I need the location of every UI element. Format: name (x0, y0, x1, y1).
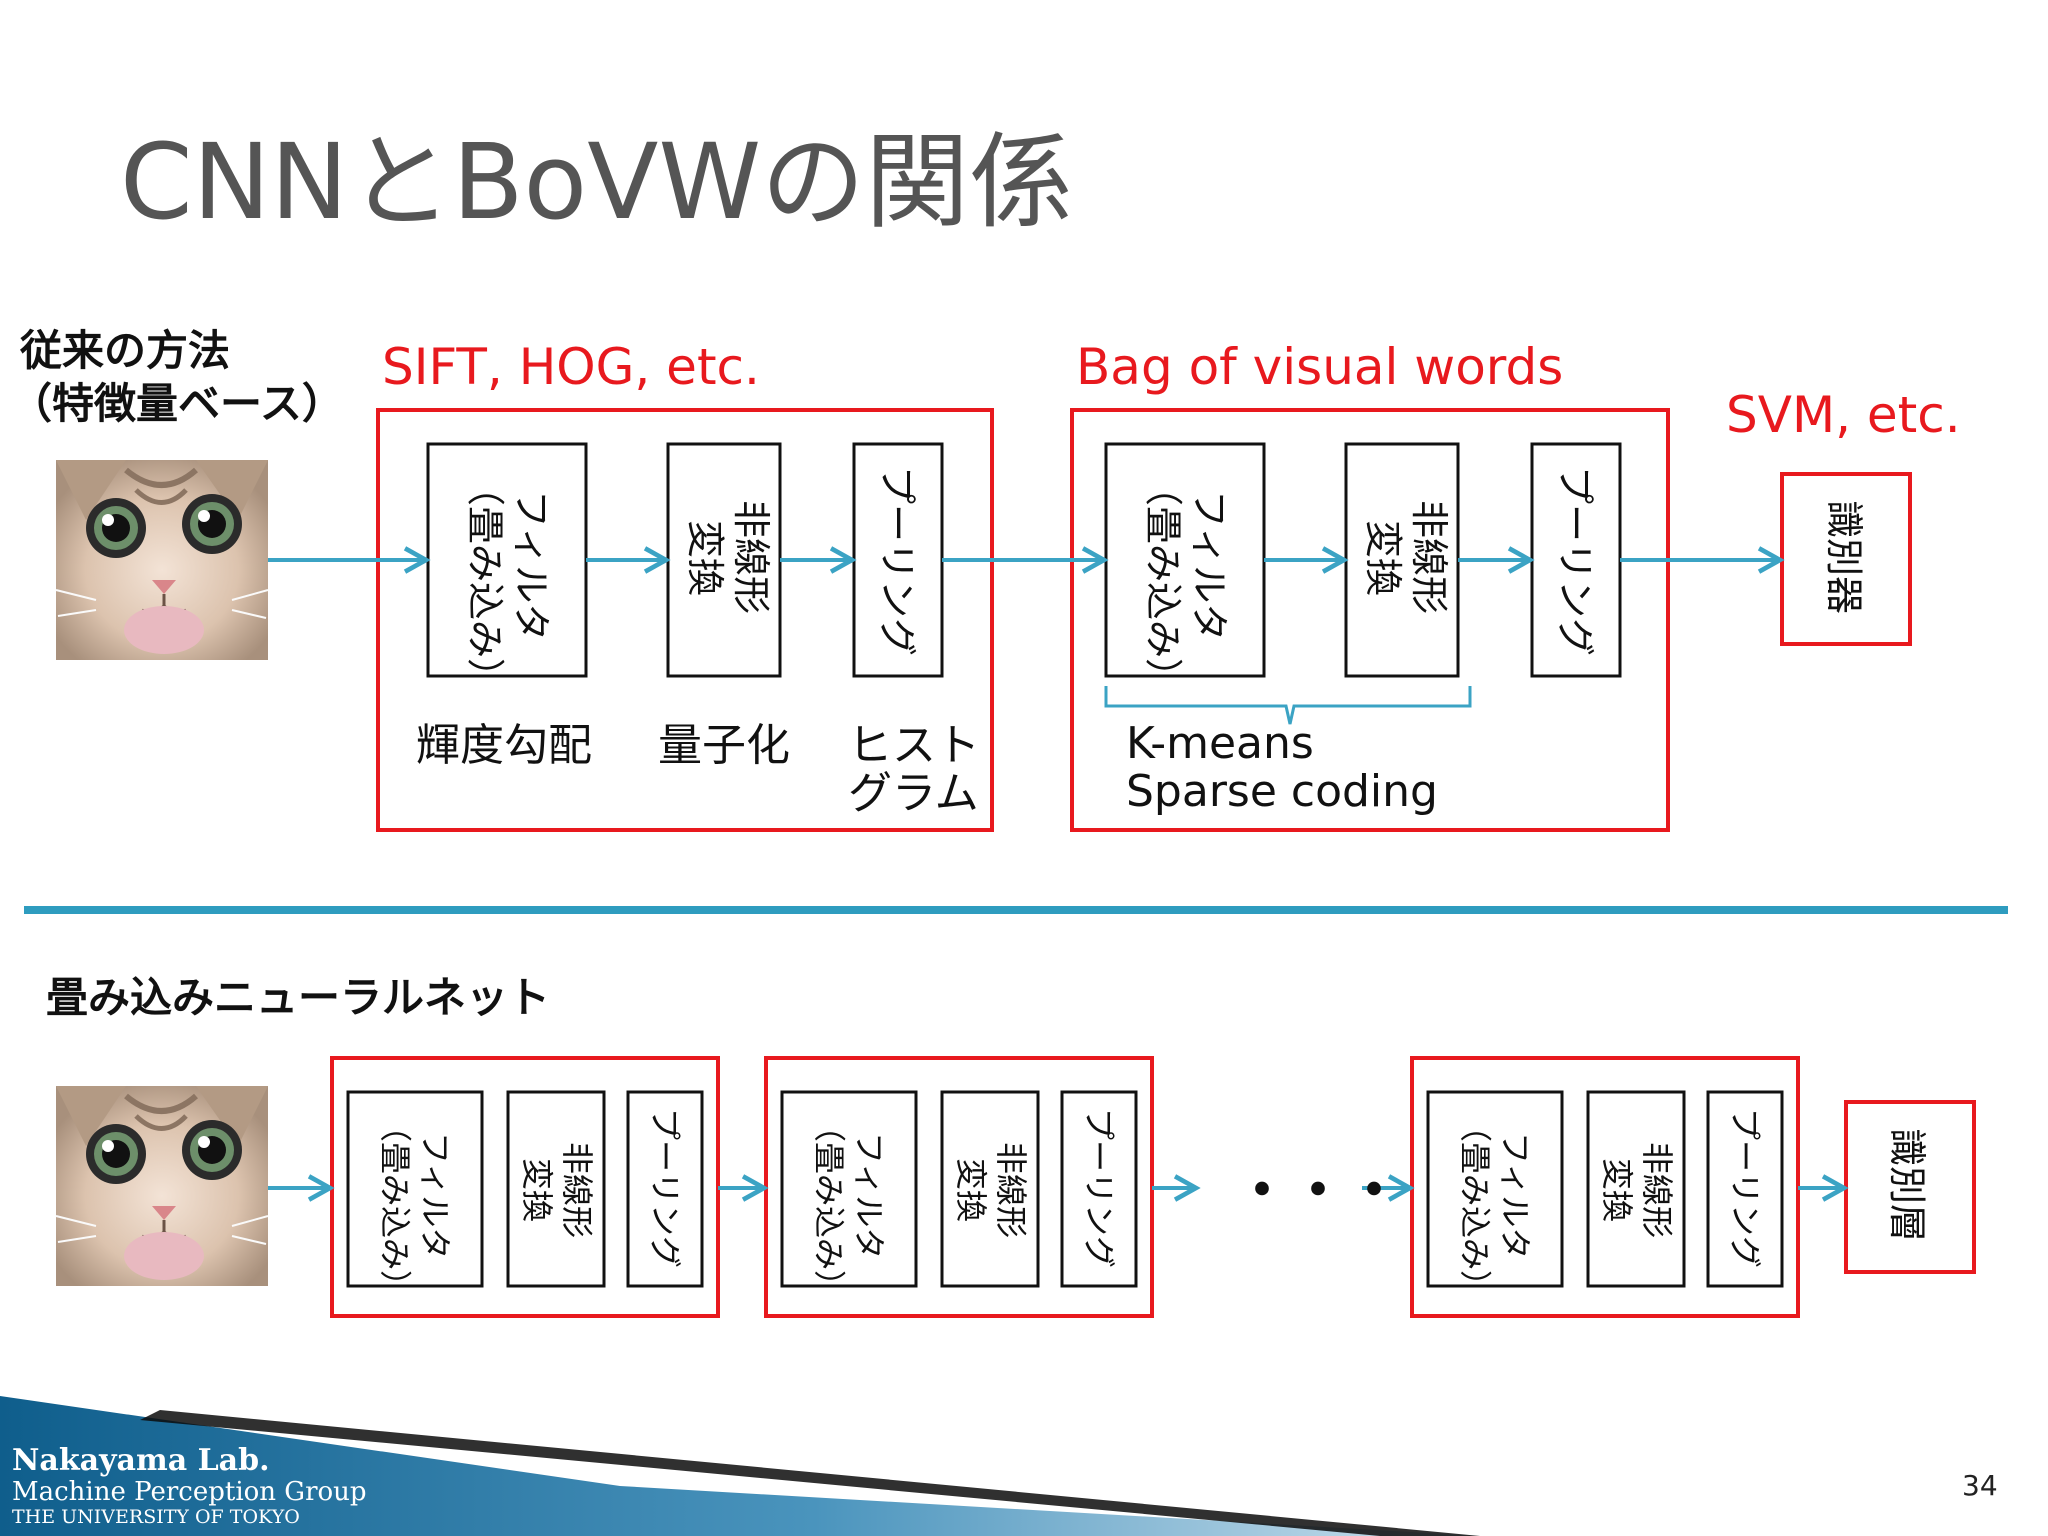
nonlinear-label: 非線形 (729, 500, 773, 614)
university-name: THE UNIVERSITY OF TOKYO (12, 1506, 300, 1528)
caption-histogram-line2: グラム (848, 768, 979, 819)
transform-label: 変換 (518, 1158, 556, 1222)
nonlinear-stage-box (1586, 1090, 1686, 1288)
caption-gradient: 輝度勾配 (416, 720, 592, 771)
footer-band (0, 1396, 1480, 1536)
caption-kmeans: K-means (1126, 718, 1314, 769)
group1-frame (376, 408, 994, 832)
filter-label: フィルタ (1496, 1132, 1534, 1259)
cnn-layer-group (1410, 1056, 1800, 1318)
section-divider (24, 906, 2008, 914)
nonlinear-stage-box (940, 1090, 1040, 1288)
nonlinear-label: 非線形 (992, 1142, 1030, 1238)
nonlinear-stage-box (506, 1090, 606, 1288)
caption-histogram-line1: ヒスト (848, 720, 980, 771)
convolution-label: （畳み込み） (463, 468, 507, 696)
ellipsis: ・・・ (1234, 1159, 1402, 1224)
classifier-label: 識別器 (1822, 500, 1866, 614)
caption-quantize: 量子化 (658, 720, 790, 771)
convolution-label: （畳み込み） (1456, 1110, 1494, 1302)
group1-label: SIFT, HOG, etc. (382, 338, 760, 396)
nonlinear-label: 非線形 (1407, 500, 1451, 614)
transform-label: 変換 (1598, 1158, 1636, 1222)
transform-label: 変換 (683, 520, 727, 596)
filter-stage-box (1426, 1090, 1564, 1288)
nonlinear-label: 非線形 (1638, 1142, 1676, 1238)
cat-photo-bottom (56, 1086, 268, 1286)
cat-photo-top (56, 460, 268, 660)
convolution-label: （畳み込み） (1141, 468, 1185, 696)
filter-label: フィルタ (509, 490, 553, 641)
nonlinear-label: 非線形 (558, 1142, 596, 1238)
convolution-label: （畳み込み） (376, 1110, 414, 1302)
traditional-heading-line1: 従来の方法 (19, 326, 230, 375)
transform-label: 変換 (952, 1158, 990, 1222)
cnn-layer-group (330, 1056, 720, 1318)
traditional-heading-line2: （特徴量ベース） (10, 379, 344, 428)
transform-label: 変換 (1361, 520, 1405, 596)
nonlinear-stage-box (666, 442, 782, 678)
lab-name: Nakayama Lab. (12, 1443, 270, 1478)
pooling-label: プーリング (1080, 1108, 1118, 1268)
pooling-stage-box (626, 1090, 704, 1288)
slide-title: CNNとBoVWの関係 (120, 121, 1073, 243)
svm-label: SVM, etc. (1726, 386, 1961, 444)
pooling-label: プーリング (1553, 466, 1597, 656)
classifier-layer-label: 識別層 (1885, 1128, 1929, 1242)
cnn-layer-group (764, 1056, 1154, 1318)
caption-sparse-coding: Sparse coding (1126, 766, 1438, 817)
filter-label: フィルタ (1187, 490, 1231, 641)
filter-stage-box (426, 442, 588, 678)
pooling-label: プーリング (646, 1108, 684, 1268)
footer-stripe (140, 1410, 1480, 1536)
convolution-label: （畳み込み） (810, 1110, 848, 1302)
group-name: Machine Perception Group (12, 1477, 367, 1507)
group2-frame (1070, 408, 1670, 832)
pooling-stage-box (1060, 1090, 1138, 1288)
filter-stage-box (780, 1090, 918, 1288)
filter-stage-box (346, 1090, 484, 1288)
pooling-stage-box (1706, 1090, 1784, 1288)
filter-label: フィルタ (850, 1132, 888, 1259)
cnn-heading: 畳み込みニューラルネット (46, 973, 550, 1022)
pooling-label: プーリング (1726, 1108, 1764, 1268)
pooling-label: プーリング (875, 466, 919, 656)
brace (1104, 686, 1472, 725)
pooling-stage-box (852, 442, 944, 678)
group2-label: Bag of visual words (1076, 338, 1563, 396)
page-number: 34 (1962, 1469, 1998, 1502)
filter-label: フィルタ (416, 1132, 454, 1259)
